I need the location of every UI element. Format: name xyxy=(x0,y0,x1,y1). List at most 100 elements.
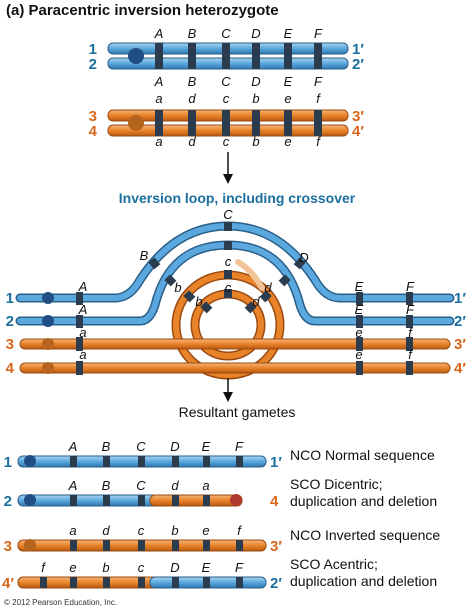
loop-label-2-prime: 2′ xyxy=(454,313,466,330)
g1-gene-1: B xyxy=(102,439,111,454)
loop-gene-E-2: E xyxy=(355,302,364,317)
gene-C-orange-top-upper: C xyxy=(221,74,231,89)
gene-F-orange-top-upper: F xyxy=(314,74,323,89)
g3-gene-3: b xyxy=(171,523,178,538)
gamete-3-left: 3 xyxy=(4,538,12,555)
g2-gene-1: B xyxy=(102,478,111,493)
chromosome-4-loop xyxy=(19,362,451,374)
arrow-down-2 xyxy=(223,378,233,402)
gene-d-orange-4: d xyxy=(188,134,196,149)
centromere-loop-1 xyxy=(42,292,54,304)
g1-gene-5: F xyxy=(235,439,244,454)
centromere-orange-top xyxy=(128,115,144,131)
gamete-1-right: 1′ xyxy=(270,454,282,471)
gene-D-top: D xyxy=(251,26,260,41)
top-orange-chromosome-pair xyxy=(107,109,349,137)
gene-e-orange-3: e xyxy=(284,91,291,106)
gamete-2-left: 2 xyxy=(4,493,12,510)
loop-orange-chromosomes xyxy=(19,338,451,374)
label-3: 3 xyxy=(89,108,97,125)
gene-A-top: A xyxy=(154,26,164,41)
loop-gene-A-1: A xyxy=(78,279,88,294)
loop-bands xyxy=(76,222,413,375)
loop-gene-A-2: A xyxy=(78,302,88,317)
arrow-down-1 xyxy=(223,152,233,184)
label-4-prime: 4′ xyxy=(352,123,364,140)
g4-gene-5: E xyxy=(202,560,211,575)
gene-B-top: B xyxy=(188,26,197,41)
chromosome-3-loop xyxy=(19,338,451,350)
gene-a-orange-3: a xyxy=(155,91,162,106)
label-1: 1 xyxy=(89,41,97,58)
loop-gene-f-4: f xyxy=(408,347,413,362)
loop-gene-d-outer: d xyxy=(264,280,272,295)
gamete-2-description: SCO Dicentric;duplication and deletion xyxy=(290,476,438,509)
loop-label-1-prime: 1′ xyxy=(454,290,466,307)
centromere-loop-2 xyxy=(42,315,54,327)
label-2: 2 xyxy=(89,56,97,73)
gene-e-orange-4: e xyxy=(284,134,291,149)
gene-F-top: F xyxy=(314,26,323,41)
g2-gene-4: a xyxy=(202,478,209,493)
centromere-blue-top xyxy=(128,48,144,64)
top-blue-chromosome-pair xyxy=(107,42,349,70)
loop-gene-D: D xyxy=(299,250,308,265)
g2-gene-2: C xyxy=(136,478,146,493)
gene-c-orange-3: c xyxy=(223,91,230,106)
loop-gene-F-1: F xyxy=(406,279,415,294)
loop-label-2: 2 xyxy=(6,313,14,330)
loop-gene-B: B xyxy=(140,248,149,263)
label-1-prime: 1′ xyxy=(352,41,364,58)
gene-c-orange-4: c xyxy=(223,134,230,149)
loop-gene-c-outer: c xyxy=(225,254,232,269)
g4-gene-3: c xyxy=(138,560,145,575)
loop-label-3: 3 xyxy=(6,336,14,353)
gene-B-orange-top-upper: B xyxy=(188,74,197,89)
loop-gene-e-3: e xyxy=(355,325,362,340)
crossover-segment xyxy=(235,259,265,291)
g1-gene-3: D xyxy=(170,439,179,454)
g3-gene-4: e xyxy=(202,523,209,538)
gene-E-orange-top-upper: E xyxy=(284,74,293,89)
loop-gene-F-2: F xyxy=(406,302,415,317)
gamete-1 xyxy=(17,455,267,468)
loop-gene-b-outer: b xyxy=(174,280,181,295)
gene-d-orange-3: d xyxy=(188,91,196,106)
g4-gene-6: F xyxy=(235,560,244,575)
g1-gene-0: A xyxy=(68,439,78,454)
loop-gene-a-4: a xyxy=(79,347,86,362)
centromere-loop-3 xyxy=(42,338,54,350)
gamete-1-left: 1 xyxy=(4,454,12,471)
gene-A-orange-top-upper: A xyxy=(154,74,164,89)
g4-gene-0: f xyxy=(41,560,46,575)
loop-label-1: 1 xyxy=(6,290,14,307)
loop-label-4-prime: 4′ xyxy=(454,360,466,377)
gamete-4-left: 4′ xyxy=(2,575,14,592)
g3-gene-2: c xyxy=(138,523,145,538)
gamete-4 xyxy=(17,576,267,589)
loop-label-3-prime: 3′ xyxy=(454,336,466,353)
gene-f-orange-4: f xyxy=(316,134,321,149)
gamete-1-description: NCO Normal sequence xyxy=(290,447,435,463)
gene-b-orange-4: b xyxy=(252,134,259,149)
ring-gene-d: d xyxy=(252,294,260,309)
centromere-loop-4 xyxy=(42,362,54,374)
label-2-prime: 2′ xyxy=(352,56,364,73)
g2-gene-0: A xyxy=(68,478,78,493)
g3-gene-5: f xyxy=(237,523,242,538)
gamete-3-right: 3′ xyxy=(270,538,282,555)
gene-E-top: E xyxy=(284,26,293,41)
g3-gene-1: d xyxy=(102,523,110,538)
loop-gene-a-3: a xyxy=(79,325,86,340)
gamete-3 xyxy=(17,539,267,552)
gene-D-orange-top-upper: D xyxy=(251,74,260,89)
gamete-3-description: NCO Inverted sequence xyxy=(290,527,441,543)
g4-gene-2: b xyxy=(102,560,109,575)
gametes-title: Resultant gametes xyxy=(178,404,296,420)
copyright-credit: © 2012 Pearson Education, Inc. xyxy=(4,598,118,607)
label-4: 4 xyxy=(89,123,98,140)
loop-gene-f-3: f xyxy=(408,325,413,340)
g1-gene-4: E xyxy=(202,439,211,454)
loop-gene-e-4: e xyxy=(355,347,362,362)
